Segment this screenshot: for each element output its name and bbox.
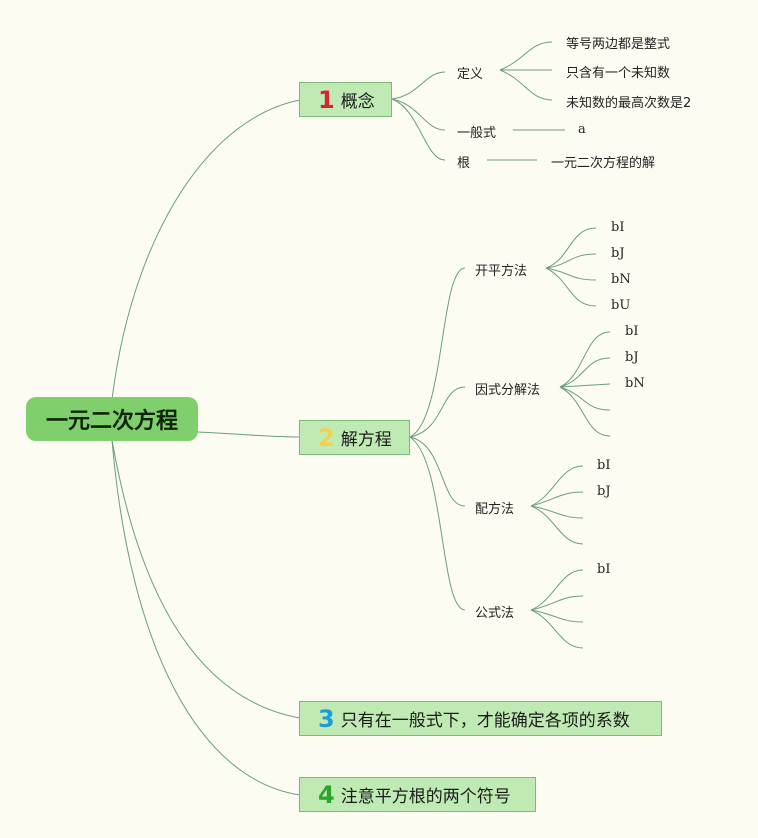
number-1-icon: 1 — [318, 85, 335, 114]
topic-general-form[interactable]: 一般式 — [457, 126, 497, 141]
method-item[interactable]: bI — [597, 458, 611, 473]
method-item[interactable]: bJ — [597, 484, 611, 499]
method-item[interactable]: bU — [611, 298, 631, 313]
method-item[interactable]: bN — [625, 376, 645, 391]
branch-coefficients[interactable]: 3 只有在一般式下，才能确定各项的系数 — [299, 701, 662, 736]
method-factoring[interactable]: 因式分解法 — [475, 383, 541, 398]
number-3-icon: 3 — [318, 704, 335, 733]
method-item[interactable]: bI — [597, 562, 611, 577]
branch-label: 注意平方根的两个符号 — [340, 787, 511, 807]
root-label: 一元二次方程 — [45, 409, 178, 434]
method-item[interactable]: bI — [611, 220, 625, 235]
root-value[interactable]: 一元二次方程的解 — [551, 156, 656, 171]
link-solve-m2 — [409, 386, 466, 438]
method-item[interactable]: bJ — [611, 246, 625, 261]
definition-item[interactable]: 只含有一个未知数 — [566, 66, 671, 81]
topic-root[interactable]: 根 — [457, 156, 471, 171]
method-item[interactable]: bJ — [625, 350, 639, 365]
method-item[interactable]: bN — [611, 272, 631, 287]
link-root-coeff — [111, 439, 301, 719]
method-square-root[interactable]: 开平方法 — [475, 264, 528, 279]
method-item[interactable]: bI — [625, 324, 639, 339]
branch-sign[interactable]: 4 注意平方根的两个符号 — [299, 777, 536, 812]
branch-concept[interactable]: 1 概念 — [299, 82, 392, 117]
link-root-sign — [111, 439, 301, 796]
general-form-value[interactable]: a — [578, 122, 586, 137]
link-solve-m3 — [409, 436, 466, 507]
definition-item[interactable]: 未知数的最高次数是2 — [566, 96, 692, 111]
number-4-icon: 4 — [318, 780, 335, 809]
method-formula[interactable]: 公式法 — [475, 606, 515, 621]
root-node[interactable]: 一元二次方程 — [26, 397, 198, 441]
method-completing-square[interactable]: 配方法 — [475, 502, 515, 517]
number-2-icon: 2 — [318, 423, 335, 452]
branch-solve[interactable]: 2 解方程 — [299, 420, 410, 455]
definition-item[interactable]: 等号两边都是整式 — [566, 37, 671, 52]
topic-definition[interactable]: 定义 — [457, 67, 484, 82]
link-root-concept — [111, 99, 301, 401]
link-solve-m4 — [409, 436, 466, 611]
link-concept-general — [391, 98, 446, 131]
branch-label: 只有在一般式下，才能确定各项的系数 — [340, 711, 630, 731]
link-concept-root — [391, 98, 446, 161]
link-root-solve — [197, 431, 301, 438]
branch-label: 概念 — [340, 92, 375, 112]
link-concept-def — [391, 71, 446, 100]
branch-label: 解方程 — [340, 430, 392, 450]
link-solve-m1 — [409, 267, 466, 438]
